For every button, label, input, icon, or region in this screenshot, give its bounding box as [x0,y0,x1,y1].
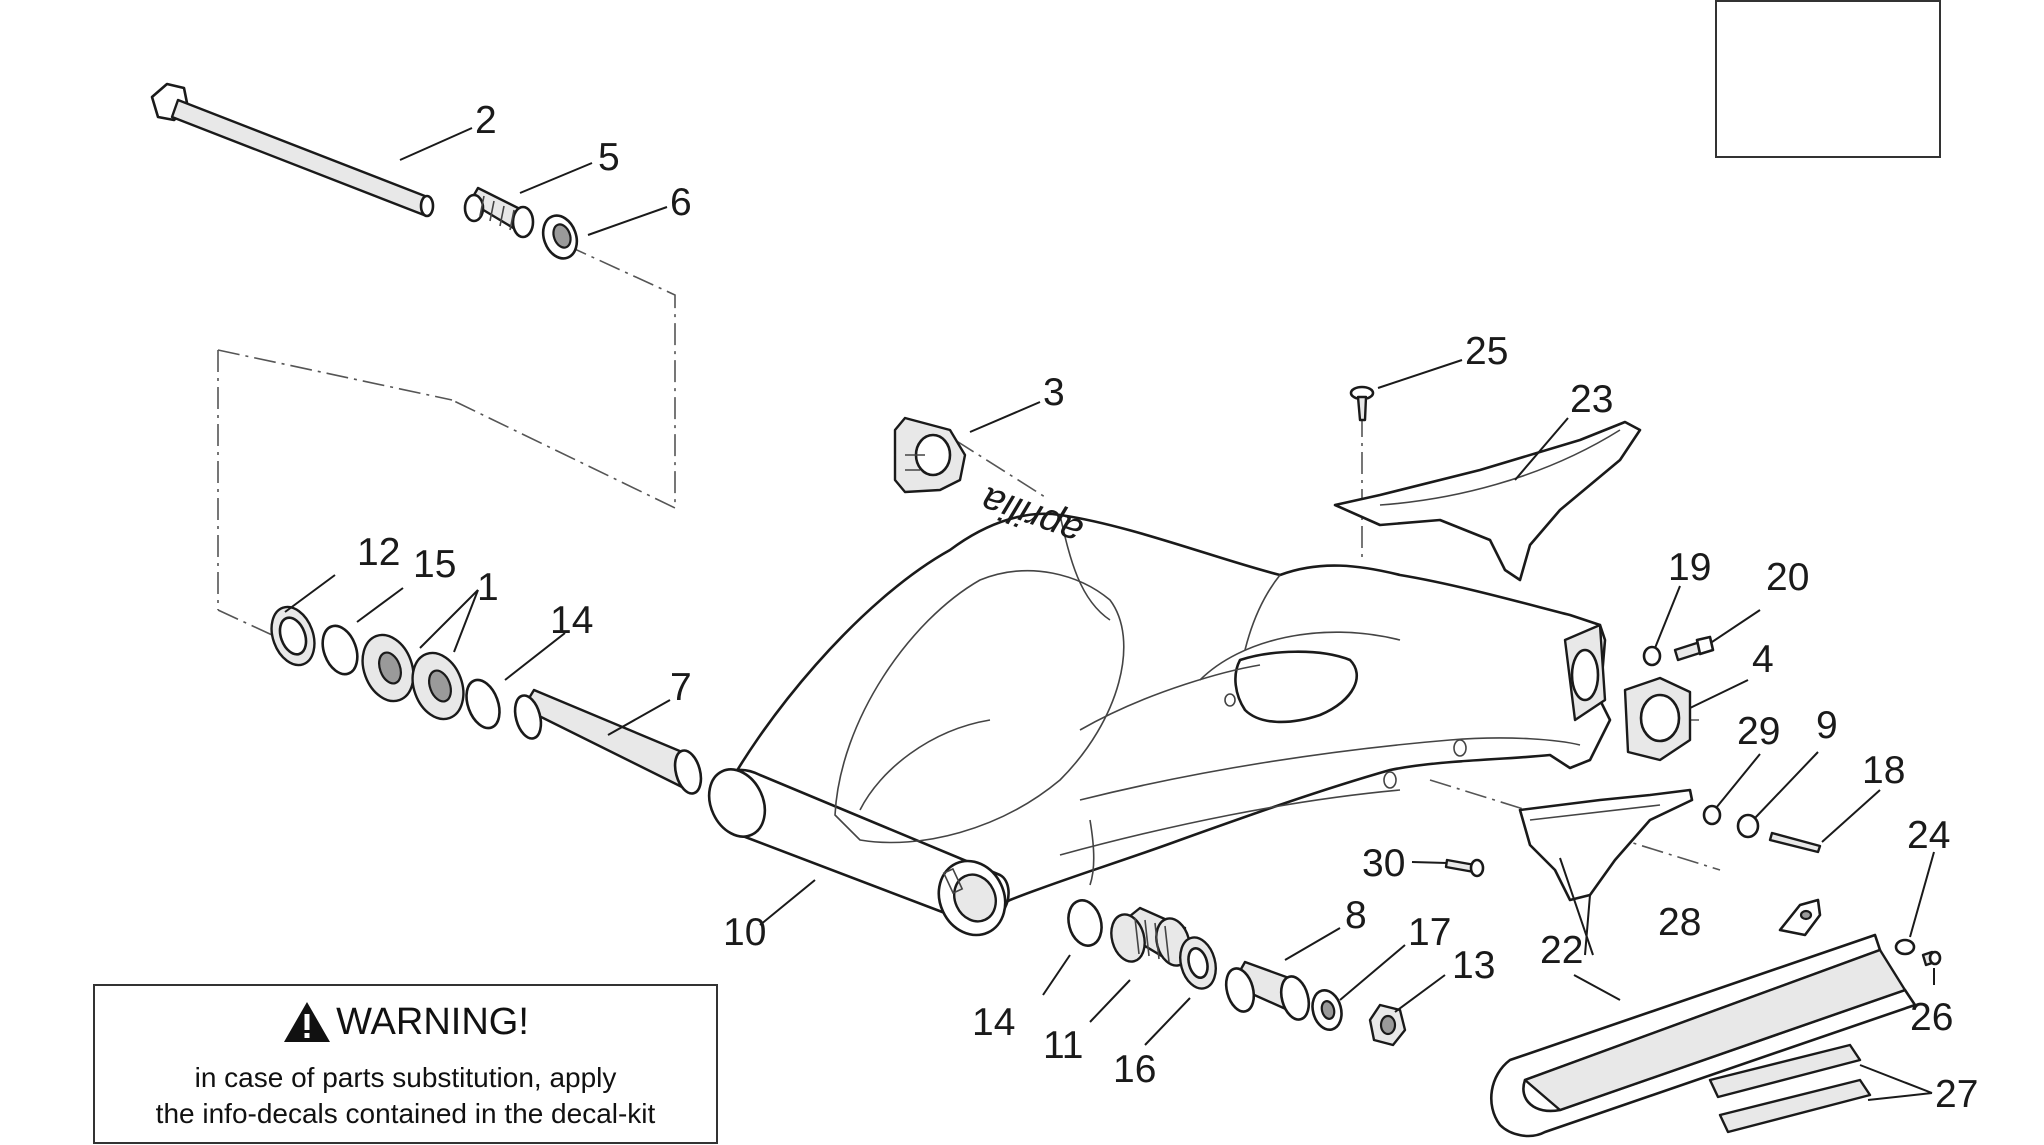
warning-heading: WARNING! [95,1000,716,1044]
callout-18: 18 [1862,749,1905,792]
slider-pads [1708,1043,1872,1134]
hardware-24-26 [1894,938,1942,967]
callout-8: 8 [1345,894,1367,937]
warning-line-2: the info-decals contained in the decal-k… [155,1098,656,1129]
callout-29: 29 [1737,710,1780,753]
callout-30: 30 [1362,842,1405,885]
callout-27: 27 [1935,1073,1978,1116]
callout-11: 11 [1043,1024,1084,1067]
part-21-inset-frame [1715,0,1941,158]
warning-line-1: in case of parts substitution, apply [194,1062,617,1093]
callout-10: 10 [723,911,766,954]
callout-15: 15 [413,543,456,586]
callout-9: 9 [1816,704,1838,747]
callout-23: 23 [1570,378,1613,421]
callout-17: 17 [1408,911,1451,954]
spacer-tube [513,688,703,795]
adjusting-bush [463,186,535,239]
chain-guide-bracket [1518,788,1694,902]
chain-adjuster-right [1623,676,1692,762]
callout-16: 16 [1113,1048,1156,1091]
callout-19: 19 [1668,546,1711,589]
callout-5: 5 [598,136,620,179]
leader-lines [284,127,1935,1101]
chain-guard-upper [1333,420,1642,582]
warning-triangle-icon [284,1002,331,1042]
callout-1: 1 [477,566,499,609]
callout-22: 22 [1540,929,1583,972]
callout-25: 25 [1465,330,1508,373]
warning-title-text: WARNING! [336,1000,529,1043]
hardware-29-9-18 [1702,804,1822,854]
chain-adjuster-left [893,416,967,494]
callout-labels: 2 5 6 3 25 23 19 20 4 29 9 18 24 26 27 2… [357,46,1978,1116]
callout-6: 6 [670,181,692,224]
lower-bearing-stack [1067,899,1407,1047]
bearing-stack [270,605,501,730]
callout-13: 13 [1452,944,1495,987]
callout-7: 7 [670,666,692,709]
swingarm-body [707,512,1612,937]
callout-2: 2 [475,99,497,142]
callout-14a: 14 [550,599,593,642]
chain-slider [1490,898,1917,1138]
ring-nut [541,214,579,260]
callout-4: 4 [1752,638,1774,681]
swingarm-axle [150,82,435,218]
screw-30 [1444,858,1485,878]
callout-14b: 14 [972,1001,1015,1044]
callout-12: 12 [357,531,400,574]
hardware-19-20 [1642,635,1715,667]
callout-3: 3 [1043,371,1065,414]
callout-20: 20 [1766,556,1809,599]
screw-25 [1349,385,1375,422]
callout-28: 28 [1658,901,1701,944]
callout-26: 26 [1910,996,1953,1039]
callout-24: 24 [1907,814,1950,857]
warning-panel: WARNING! in case of parts substitution, … [93,984,718,1144]
